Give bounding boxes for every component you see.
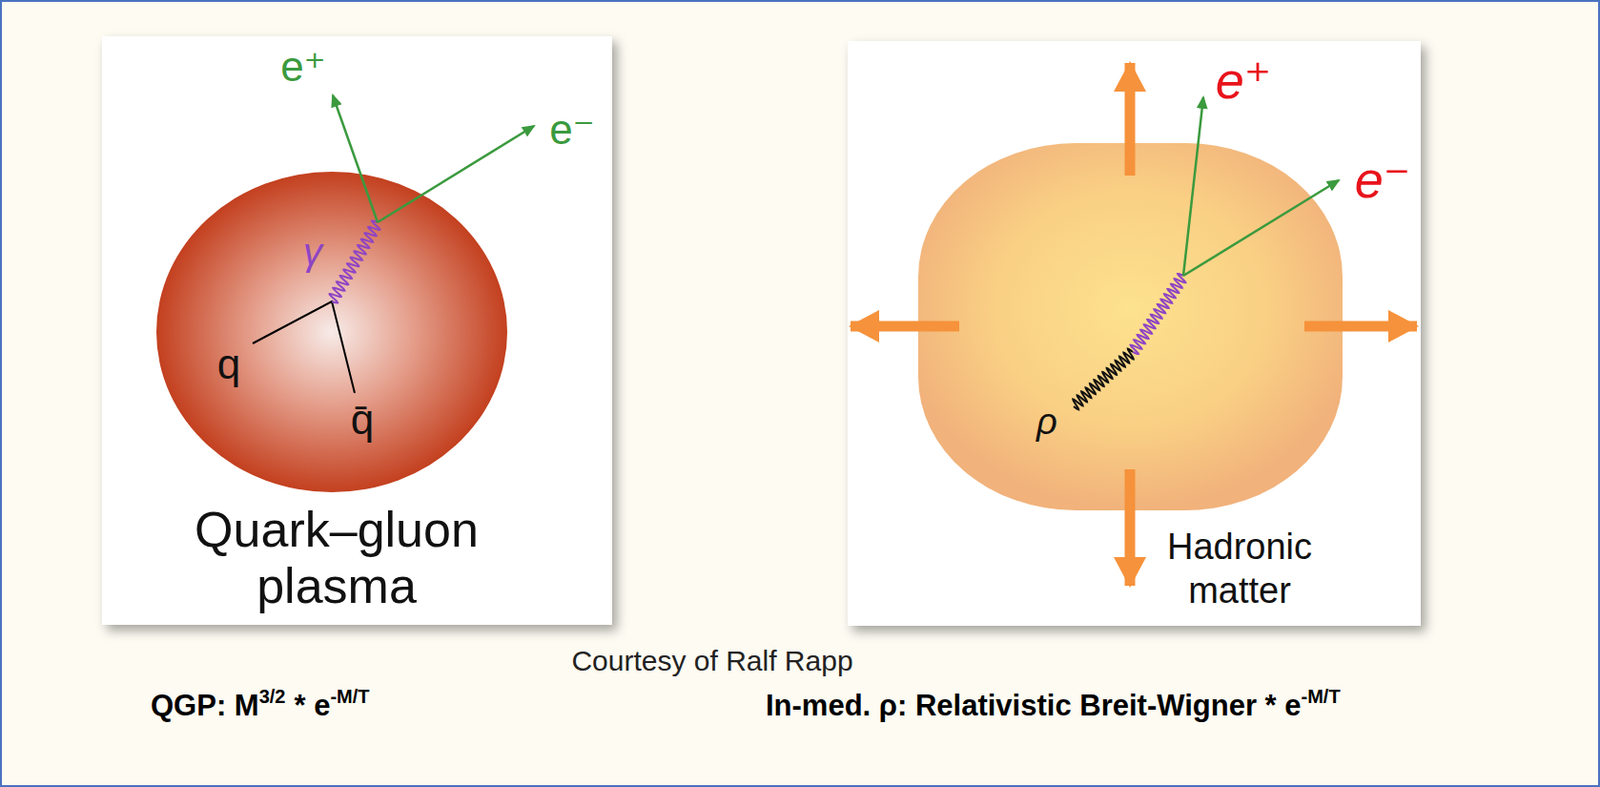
illustration-panel: Hadronic matter [847, 41, 1421, 626]
particle-label: e⁻ [549, 108, 595, 151]
hadronic-blob [918, 143, 1343, 511]
particle-label: e⁺ [280, 45, 327, 88]
plasma-sphere [156, 171, 508, 493]
panel-caption: Hadronic matter [1139, 524, 1340, 613]
expansion-arrow [1125, 469, 1136, 586]
formula-exponent: -M/T [329, 685, 370, 707]
particle-label: e⁻ [1354, 153, 1412, 206]
quark-lines [252, 301, 355, 393]
formula-exponent: -M/T [1301, 685, 1341, 707]
particle-label: q̄ [350, 398, 374, 441]
lepton-arrow [1183, 180, 1339, 276]
expansion-arrow [1125, 62, 1136, 176]
panel-ground [847, 41, 1421, 626]
expansion-arrow [850, 321, 960, 332]
lepton-arrow [1183, 97, 1204, 276]
particle-label: e⁺ [1215, 54, 1272, 106]
formula-line: In-med. ρ: Relativistic Breit-Wigner * e… [765, 684, 1341, 723]
formula: QGP: M [150, 688, 260, 722]
particle-label: q [217, 343, 241, 386]
photon-spring [329, 220, 381, 303]
rho-spring [1072, 348, 1133, 411]
formula: In-med. ρ: Relativistic Breit-Wigner * e [765, 688, 1302, 722]
photon-spring [1130, 273, 1187, 354]
formula: * e [293, 688, 330, 722]
illustration-panel: Quark–gluon plasma [102, 36, 613, 625]
formula-line: QGP: M3/2 * e-M/T [150, 684, 370, 723]
panel-ground [102, 36, 613, 625]
panel-caption: Quark–gluon plasma [169, 501, 504, 615]
lepton-arrow [377, 125, 534, 223]
particle-label: γ [303, 232, 323, 271]
credit-note: Courtesy of Ralf Rapp [571, 646, 853, 676]
formula-exponent: 3/2 [259, 685, 287, 707]
expansion-arrow [1304, 321, 1417, 332]
lepton-arrow [332, 95, 378, 223]
particle-label: ρ [1036, 403, 1058, 440]
